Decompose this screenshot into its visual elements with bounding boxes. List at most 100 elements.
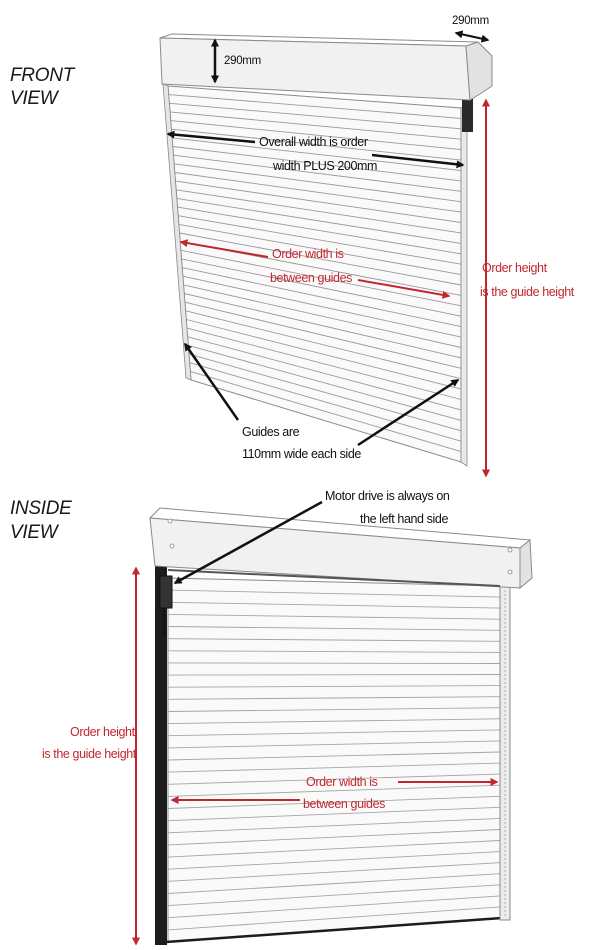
curtain-slat-line: [167, 718, 501, 725]
inside-left-guide: [155, 565, 167, 945]
curtain-slat-line: [180, 249, 462, 307]
curtain-slat-line: [167, 740, 501, 749]
curtain-slat-line: [169, 102, 462, 130]
curtain-slat-line: [167, 795, 501, 809]
box-height-label: 290mm: [224, 55, 261, 67]
curtain-slat-line: [167, 895, 501, 919]
front-curtain-slats: [168, 94, 462, 453]
motor-drive-label-line1: Motor drive is always on: [325, 489, 450, 503]
curtain-slat-line: [176, 197, 462, 244]
curtain-slat-line: [167, 601, 501, 609]
curtain-slat-line: [172, 137, 462, 171]
curtain-slat-line: [186, 327, 462, 400]
curtain-slat-line: [167, 751, 501, 761]
curtain-slat-line: [179, 232, 462, 286]
front-shutter: [159, 33, 493, 467]
curtain-slat-line: [167, 662, 501, 664]
curtain-slat-line: [174, 163, 462, 203]
curtain-slat-line: [185, 310, 462, 380]
front-left-guide: [162, 83, 192, 381]
curtain-slat-line: [167, 873, 501, 894]
overall-width-label-line1: Overall width is order: [259, 135, 368, 149]
inside-shutter: [148, 507, 533, 945]
guides-label-line2: 110mm wide each side: [242, 447, 361, 461]
curtain-slat-line: [174, 172, 462, 213]
front-order-height-label-line2: is the guide height: [480, 285, 575, 299]
curtain-slat-line: [167, 806, 501, 822]
curtain-slat-line: [173, 154, 462, 192]
front-annotations: 290mm 290mm Overall width is order width…: [166, 15, 575, 478]
curtain-slat-line: [167, 650, 501, 653]
curtain-slat-line: [184, 293, 462, 359]
curtain-slat-line: [168, 94, 462, 119]
curtain-slat-line: [189, 362, 462, 442]
curtain-slat-line: [167, 613, 501, 620]
guides-arrow-right: [357, 378, 460, 447]
inside-box-bolt-2: [169, 543, 175, 549]
inside-order-height-label-line2: is the guide height: [42, 747, 137, 761]
curtain-slat-line: [167, 762, 501, 773]
motor-drive-label-line2: the left hand side: [360, 512, 448, 526]
curtain-slat-line: [182, 275, 462, 338]
curtain-slat-line: [167, 817, 501, 834]
curtain-slat-line: [167, 840, 501, 858]
guides-arrow-left: [183, 342, 240, 421]
curtain-slat-line: [177, 206, 462, 255]
curtain-slat-line: [183, 284, 462, 348]
overall-width-arrow-left: [166, 130, 256, 144]
curtain-slat-line: [172, 146, 462, 182]
curtain-slat-line: [182, 267, 462, 328]
front-view-title-line1: FRONT: [10, 65, 76, 86]
front-roller-box-end: [465, 41, 493, 101]
curtain-slat-line: [167, 851, 501, 870]
curtain-slat-line: [167, 674, 501, 676]
curtain-slat-line: [184, 301, 462, 369]
curtain-slat-line: [169, 111, 462, 140]
curtain-slat-line: [167, 784, 501, 797]
inside-order-height-label-line1: Order height: [70, 725, 136, 739]
front-view-title: FRONT VIEW: [10, 65, 76, 109]
inside-box-bolt-1: [167, 518, 173, 524]
front-order-width-arrow-right: [357, 279, 451, 299]
curtain-slat-line: [170, 120, 462, 151]
curtain-slat-line: [181, 258, 462, 317]
curtain-slat-line: [167, 884, 501, 907]
inside-motor-unit: [159, 575, 173, 609]
curtain-slat-line: [167, 626, 501, 631]
curtain-slat-line: [178, 223, 462, 276]
inside-order-width-label-line2: between guides: [303, 797, 385, 811]
curtain-slat-line: [175, 180, 462, 223]
curtain-slat-line: [167, 707, 501, 712]
overall-width-label-line2: width PLUS 200mm: [272, 159, 377, 173]
inside-roller-box-underside: [167, 569, 501, 587]
inside-curtain-panel: [167, 577, 501, 943]
curtain-slat-line: [186, 319, 462, 390]
inside-roller-box-end: [519, 539, 533, 590]
front-order-height-label-line1: Order height: [482, 261, 548, 275]
curtain-slat-line: [167, 685, 501, 688]
box-depth-arrow: [454, 30, 490, 43]
inside-bottom-rail: [165, 916, 503, 944]
inside-box-bolt-4: [507, 569, 513, 575]
front-right-guide: [460, 103, 468, 467]
curtain-slat-line: [171, 128, 462, 161]
curtain-slat-line: [167, 729, 501, 737]
front-order-width-label-line2: between guides: [270, 271, 352, 285]
curtain-slat-line: [178, 215, 462, 265]
front-view-title-line2: VIEW: [10, 88, 60, 109]
curtain-slat-line: [167, 829, 501, 846]
inside-box-bolt-3: [507, 547, 513, 553]
curtain-slat-line: [167, 773, 501, 785]
curtain-slat-line: [167, 862, 501, 882]
curtain-slat-line: [167, 638, 501, 642]
motor-drive-arrow: [173, 500, 323, 585]
guides-label-line1: Guides are: [242, 425, 300, 439]
front-order-width-label-line1: Order width is: [272, 247, 344, 261]
front-order-width-arrow-left: [179, 239, 269, 258]
inside-annotations: Motor drive is always on the left hand s…: [42, 489, 499, 946]
curtain-slat-line: [176, 189, 462, 234]
inside-view-title-line2: VIEW: [10, 522, 60, 543]
curtain-slat-line: [190, 370, 462, 453]
inside-curtain-slats: [167, 589, 501, 931]
